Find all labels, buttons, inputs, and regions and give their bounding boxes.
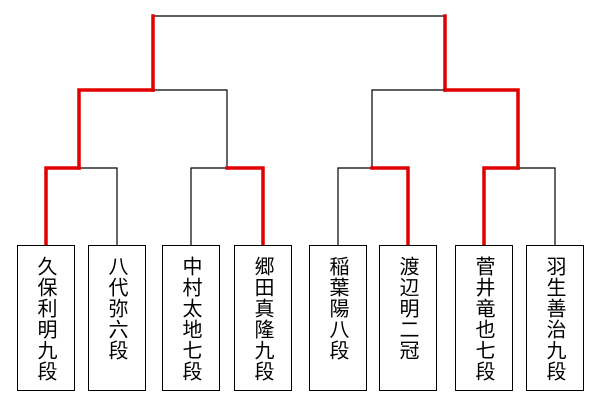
winner-path-watanabe-r1	[370, 166, 410, 247]
player-box-2: 八代弥六段	[88, 245, 146, 391]
winner-path-sugai-r2	[443, 88, 520, 170]
player-name: 羽生善治九段	[543, 256, 567, 382]
semifinal-line-right	[371, 89, 519, 168]
match-line-3	[337, 167, 409, 245]
player-box-6: 渡辺明二冠	[379, 245, 437, 391]
player-name: 渡辺明二冠	[396, 256, 420, 361]
player-name: 郷田真隆九段	[251, 256, 275, 382]
semifinal-line-left	[78, 89, 228, 168]
bracket-lines	[45, 15, 556, 245]
player-box-4: 郷田真隆九段	[234, 245, 292, 391]
winner-path-sugai-r1	[482, 166, 520, 247]
match-line-1	[45, 167, 118, 245]
player-name: 中村太地七段	[179, 256, 203, 382]
player-box-1: 久保利明九段	[17, 245, 75, 391]
player-box-7: 菅井竜也七段	[455, 245, 513, 391]
player-box-5: 稲葉陽八段	[309, 245, 367, 391]
player-box-3: 中村太地七段	[162, 245, 220, 391]
player-name: 八代弥六段	[105, 256, 129, 361]
winner-path-kubo-r2	[77, 88, 155, 170]
player-name: 菅井竜也七段	[472, 256, 496, 382]
winner-path-kubo-r1	[44, 166, 81, 247]
winner-paths	[44, 14, 520, 247]
player-name: 久保利明九段	[34, 256, 58, 382]
match-line-2	[190, 167, 264, 245]
final-line	[152, 15, 446, 90]
match-line-4	[483, 167, 556, 245]
winner-path-goda-r1	[225, 166, 265, 247]
player-name: 稲葉陽八段	[326, 256, 350, 361]
player-box-8: 羽生善治九段	[526, 245, 584, 391]
